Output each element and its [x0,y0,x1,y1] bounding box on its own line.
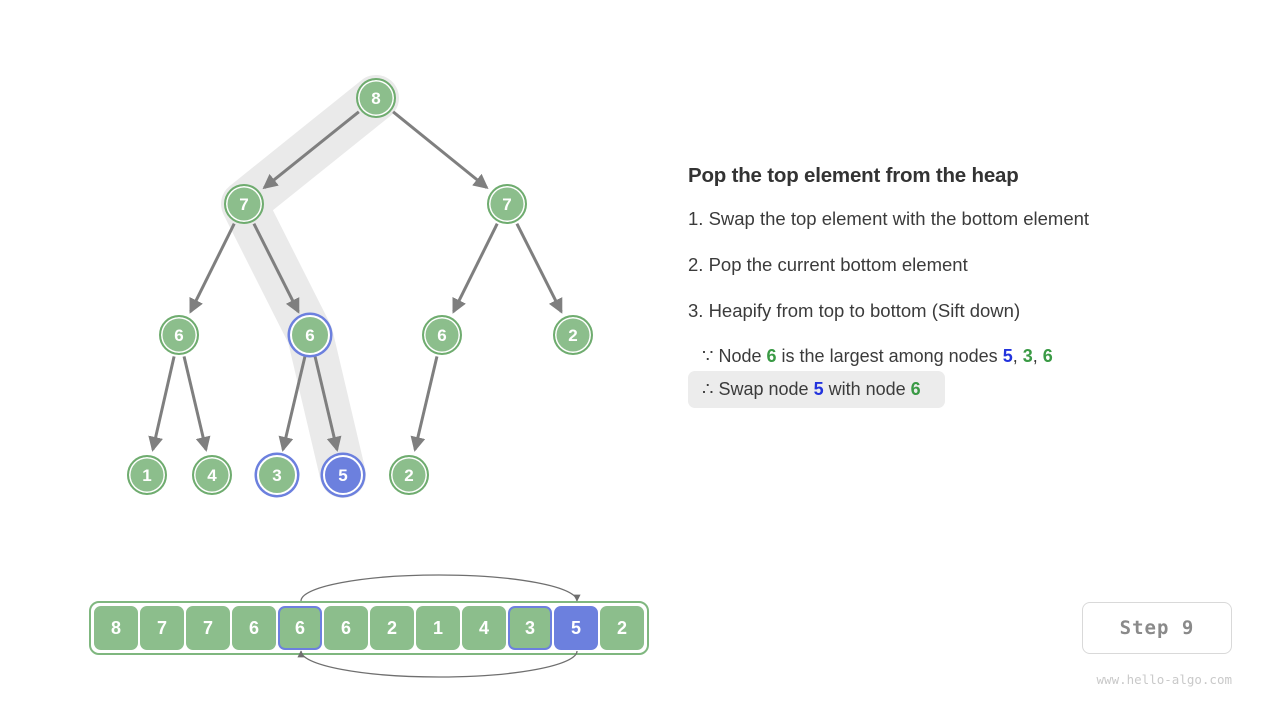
tree-graph [148,75,563,498]
tree-node-value: 2 [404,465,414,485]
tree-node-n4: 6 [290,315,330,355]
step-line-2: 2. Pop the current bottom element [688,254,968,275]
conclusion-symbol: ∴ [702,379,714,399]
tree-node-n5: 6 [422,315,462,355]
tree-node-value: 6 [437,325,447,345]
array-cell: 8 [94,606,138,650]
array-cell-value: 1 [432,617,443,638]
array-cell-value: 7 [202,617,213,638]
reason-candidate-1: 5 [1002,346,1013,366]
reason-comma-1: , [1012,346,1018,366]
tree-node-value: 7 [502,194,512,214]
reason-subject: 6 [766,346,777,366]
array-cells: 8 7 7 6 6 6 2 1 4 3 5 2 [89,601,649,655]
conclusion-line: ∴ Swap node 5 with node 6 [702,379,921,400]
reason-candidate-3: 6 [1042,346,1053,366]
tree-node-n2: 7 [487,184,527,224]
tree-edges [148,110,563,452]
step-line-3: 3. Heapify from top to bottom (Sift down… [688,300,1021,321]
array-cell-value: 2 [616,617,627,638]
reason-line: ∵ Node 6 is the largest among nodes 5, 3… [688,346,1248,367]
tree-node-n1: 7 [224,184,264,224]
tree-node-n3: 6 [159,315,199,355]
conclusion-badge: ∴ Swap node 5 with node 6 [688,371,945,408]
array-cell-value: 6 [340,617,351,638]
conclusion-pre: Swap node [718,379,809,399]
tree-node-value: 4 [207,465,217,485]
tree-node-n8: 4 [192,455,232,495]
step-line-1: 1. Swap the top element with the bottom … [688,208,1090,229]
array-cell: 1 [416,606,460,650]
tree-node-value: 6 [174,325,184,345]
array-cell-value: 4 [478,617,489,638]
array-cell: 2 [600,606,644,650]
reason-pre: Node [718,346,762,366]
array-cell: 4 [462,606,506,650]
step-badge: Step 9 [1082,602,1232,654]
reason-comma-2: , [1032,346,1038,366]
explanation-panel: Pop the top element from the heap 1. Swa… [688,164,1248,408]
conclusion-node-b: 6 [910,379,921,399]
array-cell-value: 2 [386,617,397,638]
reason-symbol: ∵ [702,346,714,366]
array-representation: 8 7 7 6 6 6 2 1 4 3 5 2 [89,574,649,678]
tree-node-value: 8 [371,88,381,108]
tree-node-value: 5 [338,465,348,485]
array-cell-value: 3 [524,617,535,638]
array-cell: 3 [508,606,552,650]
array-cell-value: 8 [110,617,121,638]
array-cell-value: 7 [156,617,167,638]
tree-node-n9: 3 [257,455,297,495]
array-cell: 6 [278,606,322,650]
tree-node-value: 2 [568,325,578,345]
array-cell: 5 [554,606,598,650]
array-cell: 7 [186,606,230,650]
tree-node-n7: 1 [127,455,167,495]
reason-mid: is the largest among nodes [781,346,998,366]
reason-candidate-2: 3 [1022,346,1033,366]
tree-node-value: 1 [142,465,152,485]
tree-node-value: 6 [305,325,315,345]
watermark: www.hello-algo.com [1096,672,1232,687]
tree-node-n0: 8 [356,78,396,118]
tree-node-value: 3 [272,465,282,485]
array-cell-value: 5 [570,617,581,638]
tree-node-n10: 5 [323,455,363,495]
panel-title: Pop the top element from the heap [688,164,1019,187]
array-cell-value: 6 [294,617,305,638]
array-cell: 2 [370,606,414,650]
array-cell-value: 6 [248,617,259,638]
tree-node-value: 7 [239,194,249,214]
tree-node-n11: 2 [389,455,429,495]
tree-node-n6: 2 [553,315,593,355]
highlight-path [221,75,399,498]
array-cell: 6 [232,606,276,650]
conclusion-node-a: 5 [813,379,824,399]
array-cell: 6 [324,606,368,650]
conclusion-mid: with node [828,379,906,399]
array-cell: 7 [140,606,184,650]
